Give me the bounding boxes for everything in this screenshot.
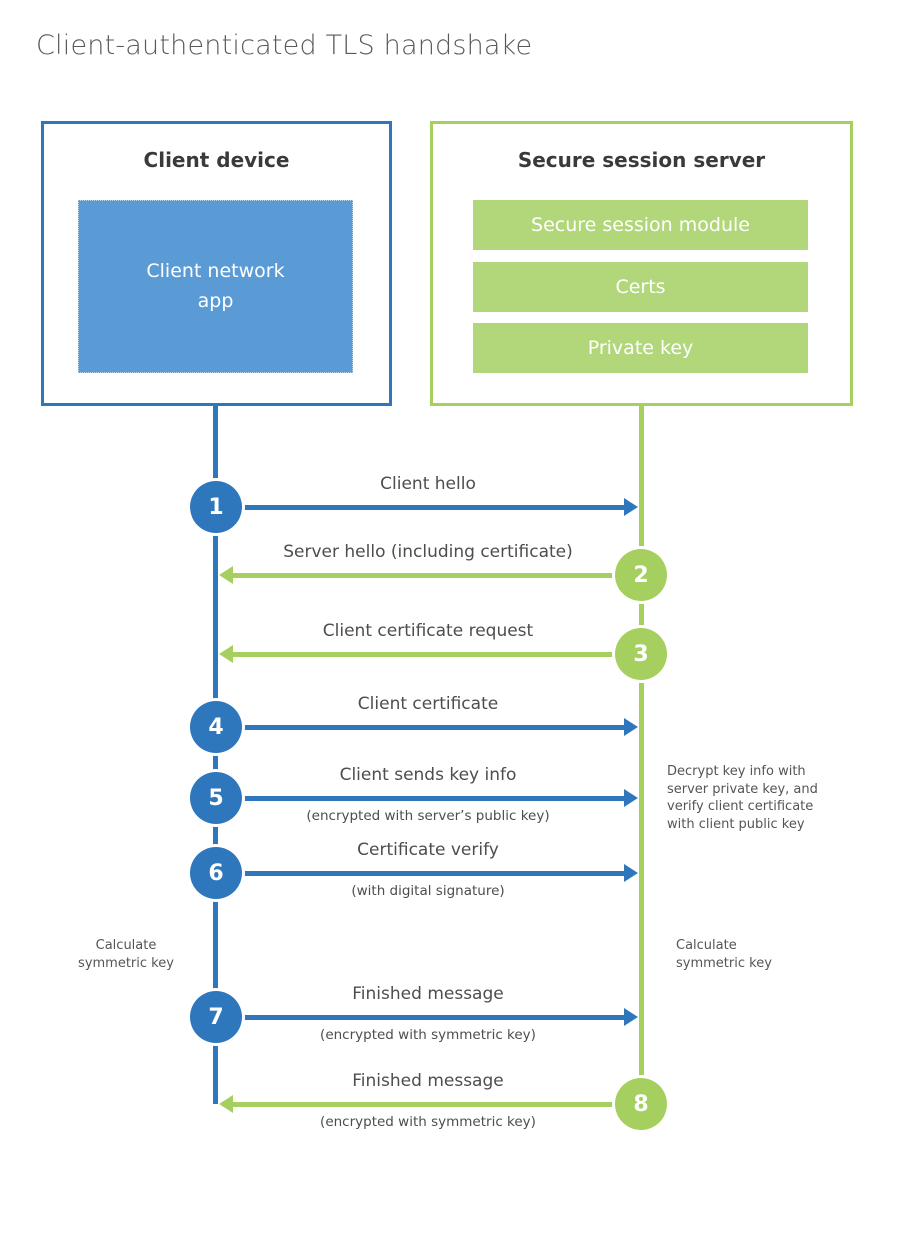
step-7-circle: 7 (190, 991, 242, 1043)
step-8-sublabel: (encrypted with symmetric key) (320, 1114, 536, 1130)
step-8-label: Finished message (352, 1071, 504, 1091)
step-7-label: Finished message (352, 984, 504, 1004)
server-module-bar: Secure session module (473, 200, 808, 250)
step-5-sublabel: (encrypted with server’s public key) (306, 808, 550, 824)
page-title: Client-authenticated TLS handshake (36, 30, 533, 61)
step-7-arrow-right (243, 1008, 638, 1026)
step-2-label: Server hello (including certificate) (283, 542, 573, 562)
client-lifeline (213, 406, 218, 1104)
step-2-circle: 2 (615, 549, 667, 601)
client-device-box: Client device Client network app (41, 121, 392, 406)
step-3-label: Client certificate request (322, 621, 534, 641)
calculate-symmetric-key-note-client: Calculate symmetric key (78, 938, 174, 971)
calculate-symmetric-key-note-server: Calculate symmetric key (676, 938, 772, 971)
step-2-arrow-left (219, 566, 616, 584)
step-7-sublabel: (encrypted with symmetric key) (320, 1027, 536, 1043)
step-5-arrow-right (243, 789, 638, 807)
step-4-circle: 4 (190, 701, 242, 753)
step-5-label: Client sends key info (339, 765, 517, 785)
step-6-sublabel: (with digital signature) (351, 883, 505, 899)
step-8-circle: 8 (615, 1078, 667, 1130)
step-3-circle: 3 (615, 628, 667, 680)
client-device-title: Client device (143, 148, 290, 172)
decrypt-key-info-note: Decrypt key info with server private key… (667, 764, 818, 832)
step-6-label: Certificate verify (357, 840, 499, 860)
step-1-arrow-right (243, 498, 638, 516)
step-1-circle: 1 (190, 481, 242, 533)
step-5-circle: 5 (190, 772, 242, 824)
step-8-arrow-left (219, 1095, 616, 1113)
step-3-arrow-left (219, 645, 616, 663)
server-module-bar: Certs (473, 262, 808, 312)
server-module-bar: Private key (473, 323, 808, 373)
step-6-arrow-right (243, 864, 638, 882)
secure-session-server-box: Secure session server Secure session mod… (430, 121, 853, 406)
step-6-circle: 6 (190, 847, 242, 899)
client-network-app-box: Client network app (78, 200, 353, 373)
step-1-label: Client hello (380, 474, 476, 494)
step-4-label: Client certificate (357, 694, 499, 714)
server-lifeline (639, 406, 644, 1127)
secure-session-server-title: Secure session server (517, 148, 766, 172)
step-4-arrow-right (243, 718, 638, 736)
